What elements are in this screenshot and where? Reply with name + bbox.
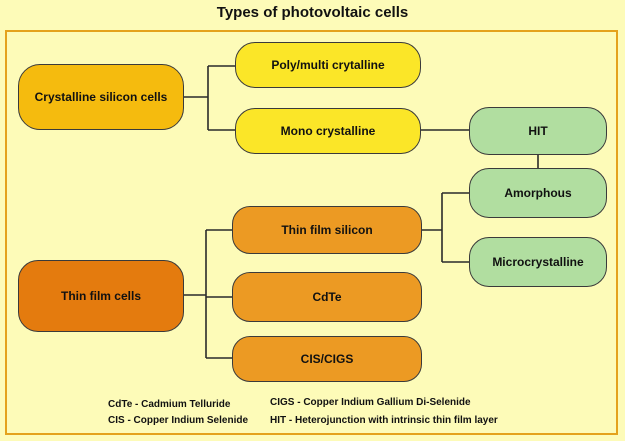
node-microcrystalline: Microcrystalline [469,237,607,287]
node-label: HIT [528,124,548,138]
node-label: Amorphous [504,186,572,200]
node-label: Poly/multi crytalline [271,58,385,72]
diagram-frame [5,30,618,435]
node-hit: HIT [469,107,607,155]
legend-cis: CIS - Copper Indium Selenide [108,415,249,426]
node-cis-cigs: CIS/CIGS [232,336,422,382]
node-thin-film-cells: Thin film cells [18,260,184,332]
diagram-title: Types of photovoltaic cells [216,4,409,21]
node-label: Thin film silicon [281,223,373,237]
legend-hit: HIT - Heterojunction with intrinsic thin… [270,415,498,426]
node-label: Crystalline silicon cells [34,90,168,104]
node-label: CIS/CIGS [300,352,354,366]
node-label: CdTe [312,290,342,304]
node-crystalline-silicon-cells: Crystalline silicon cells [18,64,184,130]
legend-cdte: CdTe - Cadmium Telluride [108,399,231,410]
node-label: Mono crystalline [280,124,376,138]
node-cdte: CdTe [232,272,422,322]
node-label: Thin film cells [60,289,141,303]
node-thin-film-silicon: Thin film silicon [232,206,422,254]
legend-cigs: CIGS - Copper Indium Gallium Di-Selenide [270,397,471,408]
node-poly-multi-crystalline: Poly/multi crytalline [235,42,421,88]
node-amorphous: Amorphous [469,168,607,218]
node-label: Microcrystalline [492,255,584,269]
node-mono-crystalline: Mono crystalline [235,108,421,154]
